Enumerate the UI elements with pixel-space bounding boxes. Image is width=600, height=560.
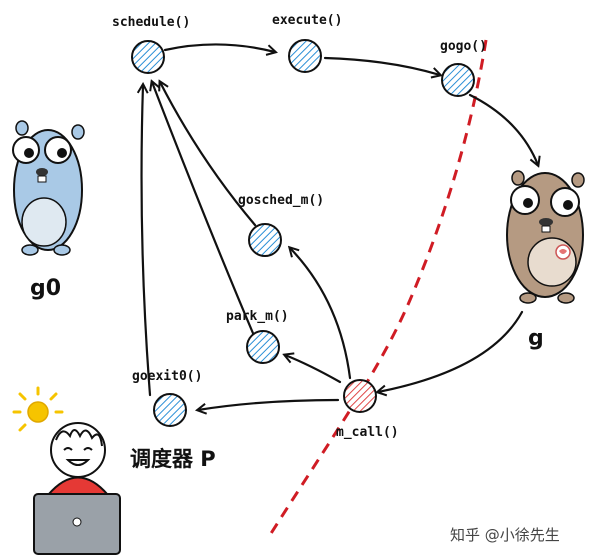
edge-goexit0-to-schedule (142, 85, 152, 397)
node-goexit0 (153, 393, 187, 427)
person-with-laptop-image (33, 422, 121, 555)
node-gogo (441, 63, 475, 97)
label-g0: g0 (30, 276, 61, 301)
label-goexit0: goexit0() (132, 369, 202, 384)
gopher-g-image (506, 170, 585, 304)
gopher-g0-image (12, 120, 85, 256)
label-execute: execute() (272, 13, 342, 28)
edge-execute-to-gogo (323, 56, 440, 75)
edge-mcall-to-parkm (285, 355, 342, 384)
watermark-text: 知乎 @小徐先生 (450, 526, 560, 544)
label-m-call: m_call() (336, 425, 399, 440)
edge-goschedm-to-schedule (160, 82, 257, 227)
edge-mcall-to-goexit0 (198, 398, 340, 410)
edge-parkm-to-schedule (152, 82, 257, 340)
node-execute (288, 39, 322, 73)
sun-icon (12, 386, 64, 432)
node-m-call (343, 379, 377, 413)
node-gosched-m (248, 223, 282, 257)
node-schedule (131, 40, 165, 74)
label-gosched-m: gosched_m() (238, 193, 324, 208)
edge-g-to-mcall (378, 310, 524, 392)
label-g: g (528, 326, 544, 351)
edge-schedule-to-execute (163, 43, 275, 52)
label-scheduler-p: 调度器 P (130, 447, 216, 471)
node-park-m (246, 330, 280, 364)
label-schedule: schedule() (112, 15, 190, 30)
g-boundary-dashed-line (268, 39, 488, 536)
edge-gogo-to-g (468, 93, 538, 165)
label-park-m: park_m() (226, 309, 289, 324)
edge-mcall-to-goschedm (290, 248, 352, 380)
label-gogo: gogo() (440, 39, 487, 54)
